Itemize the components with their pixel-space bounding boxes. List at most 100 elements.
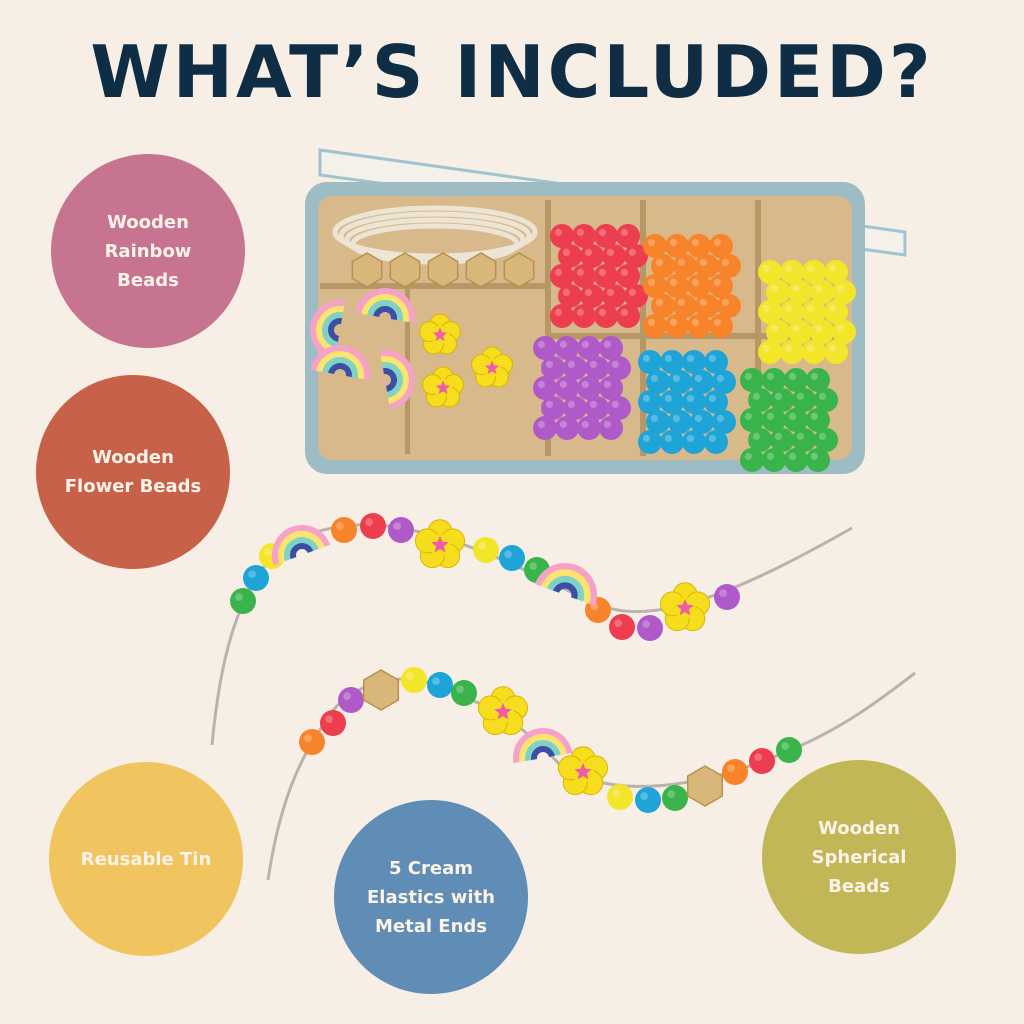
round-bead bbox=[712, 370, 736, 394]
bead-highlight bbox=[716, 374, 725, 382]
bead-highlight bbox=[672, 374, 681, 382]
rainbow-stripe bbox=[355, 288, 415, 324]
bead-highlight bbox=[691, 238, 700, 246]
bead-highlight bbox=[598, 308, 607, 316]
bead-highlight bbox=[235, 593, 244, 601]
bead-highlight bbox=[669, 238, 678, 246]
bead-highlight bbox=[667, 790, 675, 798]
round-bead bbox=[780, 340, 804, 364]
round-bead bbox=[766, 280, 790, 304]
flower-star bbox=[431, 535, 449, 553]
round-bead bbox=[533, 336, 557, 360]
bead-highlight bbox=[304, 734, 312, 742]
round-bead bbox=[360, 513, 386, 539]
bead-highlight bbox=[792, 284, 801, 292]
round-bead bbox=[780, 300, 804, 324]
round-bead bbox=[668, 370, 692, 394]
tray-divider bbox=[755, 200, 761, 456]
round-bead bbox=[643, 314, 667, 338]
flower-bead bbox=[471, 346, 513, 388]
round-bead bbox=[668, 410, 692, 434]
bead-highlight bbox=[581, 340, 590, 348]
round-bead bbox=[624, 244, 648, 268]
round-bead bbox=[810, 280, 834, 304]
bead-highlight bbox=[614, 619, 622, 627]
flower-beads-badge: Wooden Flower Beads bbox=[36, 375, 230, 569]
bead-highlight bbox=[677, 258, 686, 266]
bead-highlight bbox=[545, 400, 554, 408]
bead-highlight bbox=[814, 284, 823, 292]
rainbow-stripe bbox=[381, 362, 403, 398]
rainbow-stripe bbox=[322, 357, 358, 379]
round-bead bbox=[740, 448, 764, 472]
bead-highlight bbox=[781, 742, 789, 750]
bead-highlight bbox=[598, 228, 607, 236]
bead-highlight bbox=[456, 685, 464, 693]
round-bead bbox=[806, 368, 830, 392]
rainbow-stripe bbox=[373, 306, 397, 321]
round-bead bbox=[243, 565, 269, 591]
bead-highlight bbox=[699, 258, 708, 266]
round-bead bbox=[673, 294, 697, 318]
bead-highlight bbox=[814, 324, 823, 332]
round-bead bbox=[473, 537, 499, 563]
round-bead bbox=[599, 336, 623, 360]
round-bead bbox=[594, 264, 618, 288]
round-bead bbox=[758, 340, 782, 364]
tray-divider bbox=[545, 200, 551, 456]
round-bead bbox=[555, 376, 579, 400]
bead-highlight bbox=[744, 372, 753, 380]
bead-highlight bbox=[784, 344, 793, 352]
bead-highlight bbox=[554, 268, 563, 276]
round-bead bbox=[832, 320, 856, 344]
round-bead bbox=[814, 388, 838, 412]
spherical-beads-label: Wooden Spherical Beads bbox=[811, 817, 907, 897]
round-bead bbox=[665, 314, 689, 338]
round-bead bbox=[704, 350, 728, 374]
bead-highlight bbox=[655, 298, 664, 306]
round-bead bbox=[580, 244, 604, 268]
round-bead bbox=[717, 254, 741, 278]
bead-highlight bbox=[264, 548, 272, 556]
round-bead bbox=[533, 376, 557, 400]
round-bead bbox=[780, 260, 804, 284]
bead-highlight bbox=[788, 452, 797, 460]
round-bead bbox=[770, 428, 794, 452]
bead-highlight bbox=[818, 392, 827, 400]
bead-highlight bbox=[721, 298, 730, 306]
round-bead bbox=[758, 260, 782, 284]
round-bead bbox=[594, 224, 618, 248]
rainbow-stripe bbox=[290, 543, 314, 560]
bead-highlight bbox=[788, 372, 797, 380]
tray-divider bbox=[640, 200, 646, 456]
round-bead bbox=[651, 294, 675, 318]
hexagon-bead bbox=[465, 252, 497, 288]
round-bead bbox=[230, 588, 256, 614]
bead-highlight bbox=[708, 434, 717, 442]
bead-highlight bbox=[647, 318, 656, 326]
bead-highlight bbox=[677, 298, 686, 306]
round-bead bbox=[806, 408, 830, 432]
bead-highlight bbox=[744, 412, 753, 420]
round-bead bbox=[792, 428, 816, 452]
bead-tin bbox=[305, 148, 907, 474]
bead-highlight bbox=[406, 672, 414, 680]
round-bead bbox=[784, 408, 808, 432]
bead-highlight bbox=[529, 562, 537, 570]
bead-highlight bbox=[836, 324, 845, 332]
flower-bead bbox=[477, 686, 529, 736]
elastic-strand bbox=[210, 523, 853, 746]
rainbow-stripe bbox=[278, 531, 325, 564]
bead-highlight bbox=[628, 288, 637, 296]
bead-highlight bbox=[642, 394, 651, 402]
round-bead bbox=[824, 340, 848, 364]
bead-highlight bbox=[774, 432, 783, 440]
flower-star bbox=[494, 702, 512, 720]
round-bead bbox=[572, 264, 596, 288]
bead-highlight bbox=[554, 228, 563, 236]
bead-highlight bbox=[754, 753, 762, 761]
bead-highlight bbox=[628, 248, 637, 256]
rainbow-stripe bbox=[316, 351, 364, 380]
round-bead bbox=[687, 234, 711, 258]
round-bead bbox=[802, 340, 826, 364]
